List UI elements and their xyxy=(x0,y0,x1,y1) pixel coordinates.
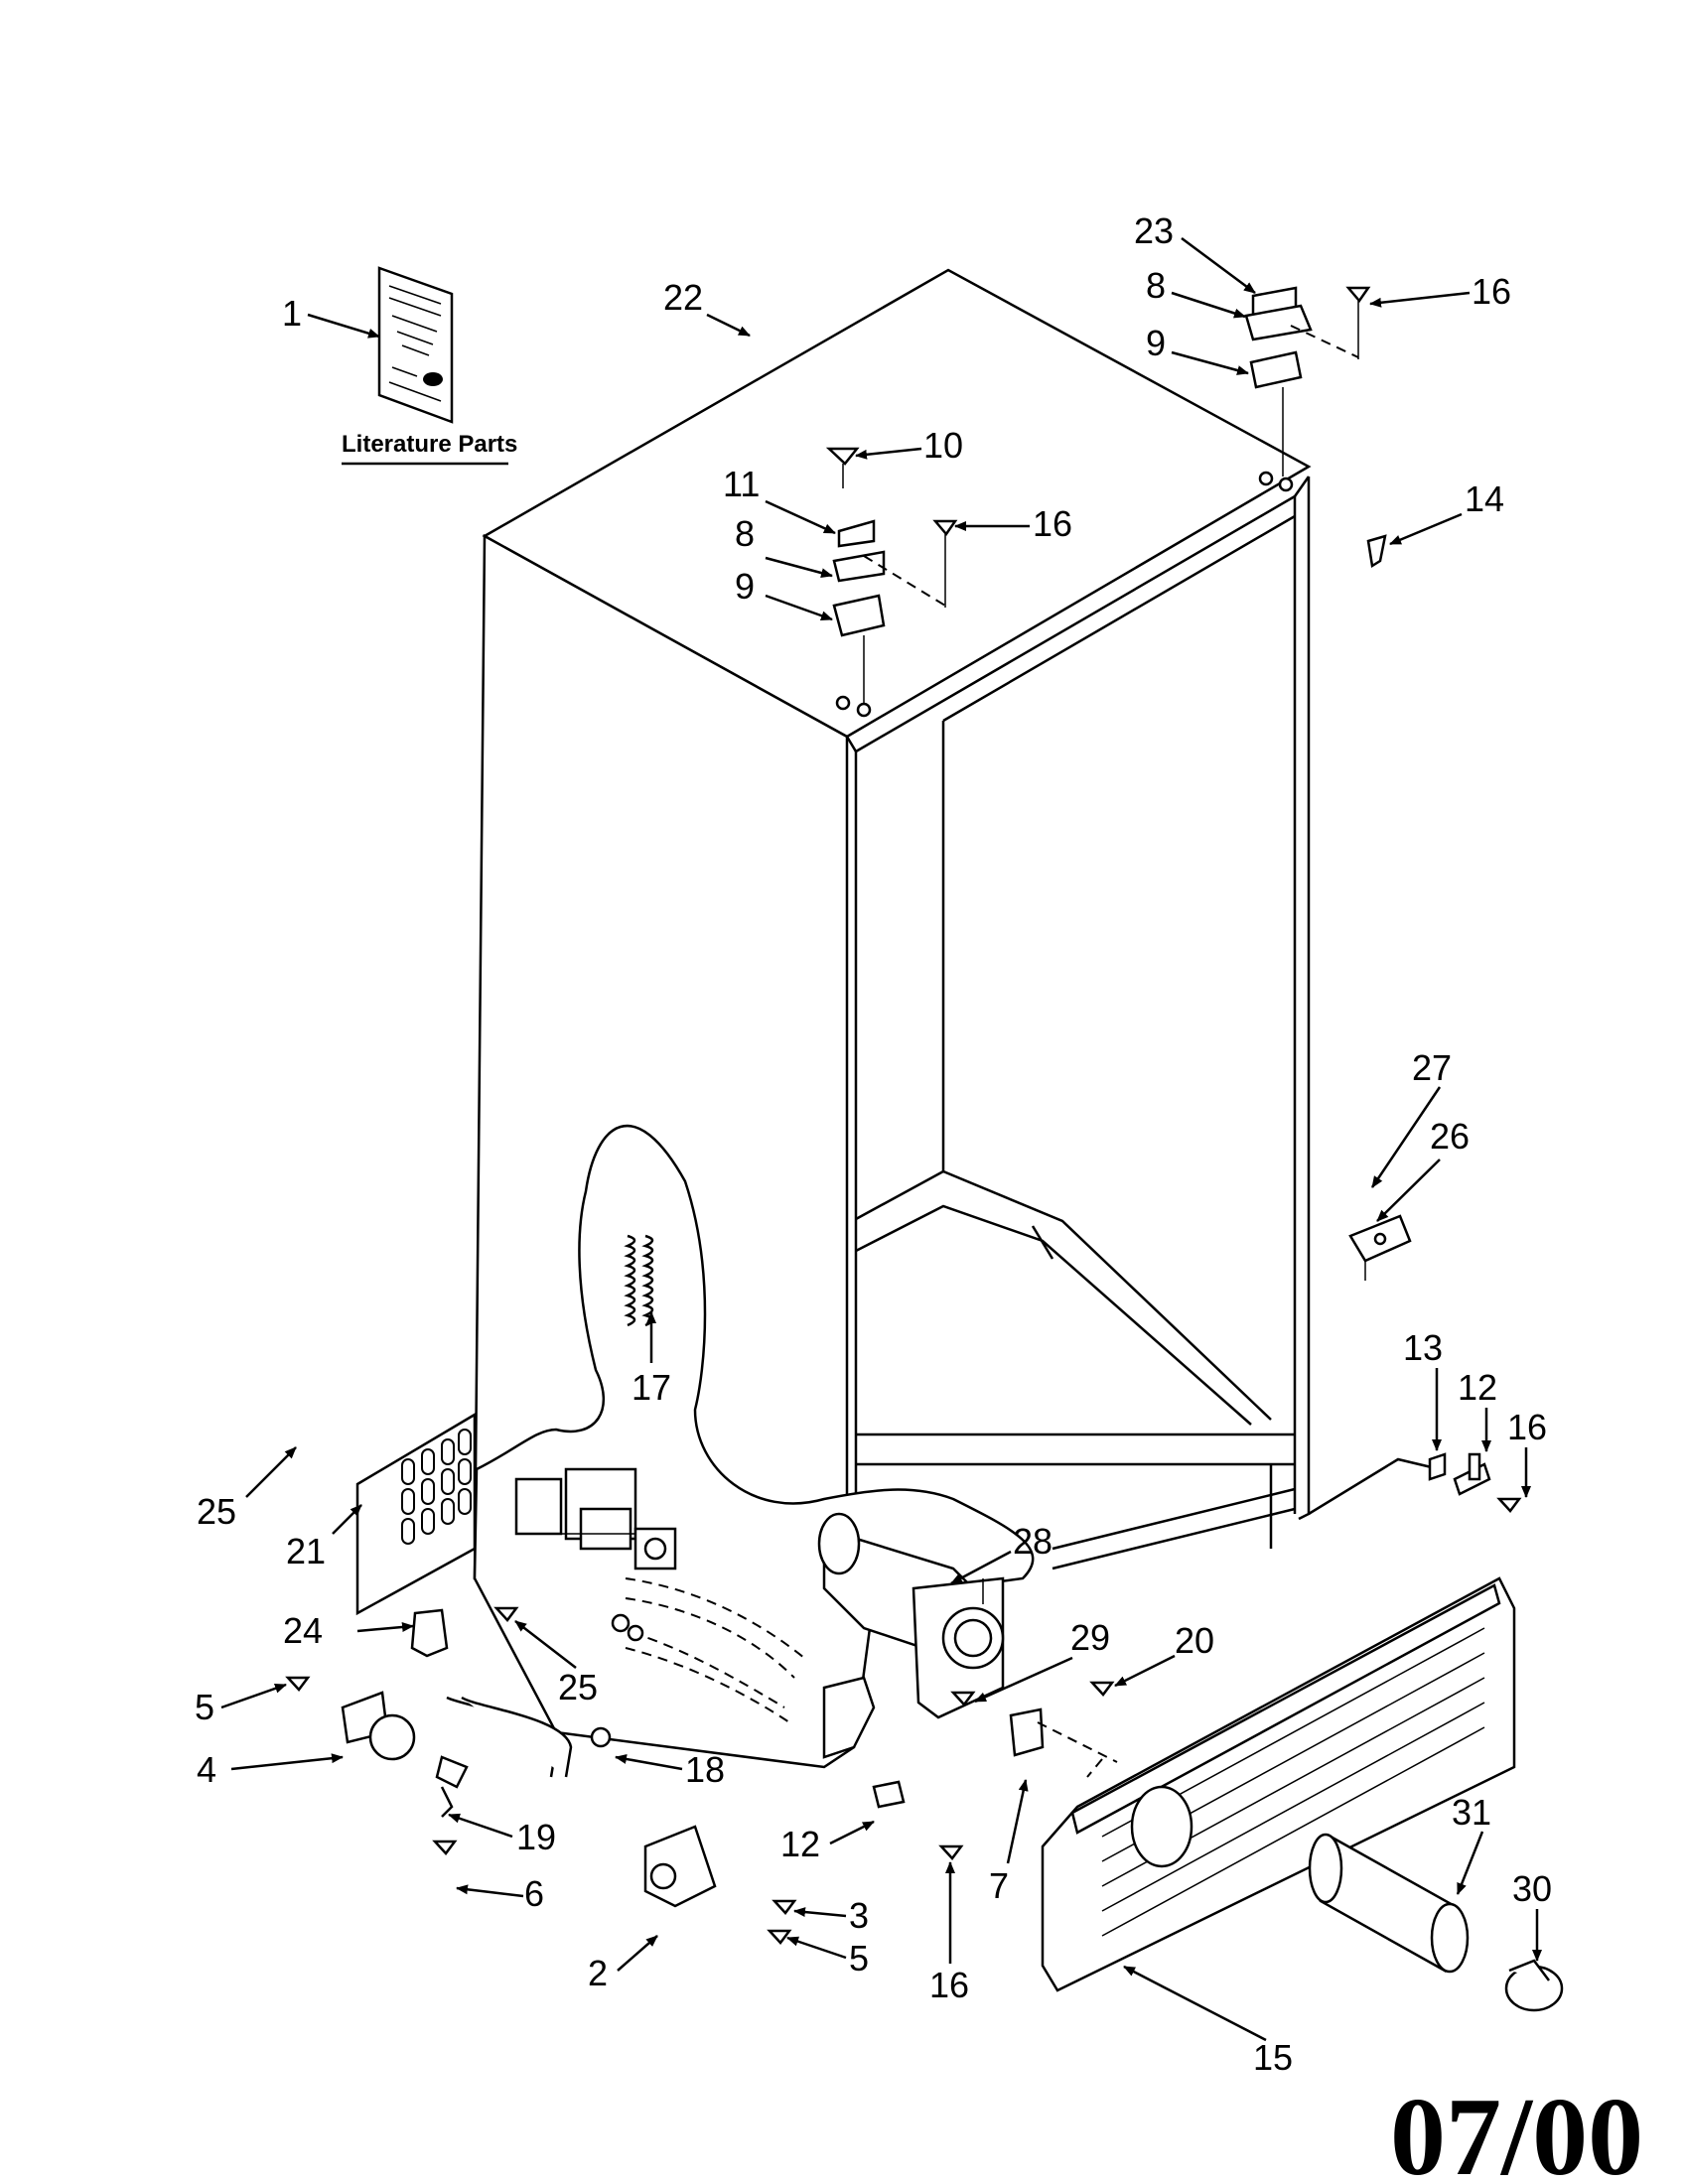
callout-24: 24 xyxy=(283,1610,323,1651)
cutaway-view xyxy=(473,1125,1035,1769)
leader-lines xyxy=(220,236,1542,2042)
callout-5: 5 xyxy=(195,1687,214,1727)
callout-25: 25 xyxy=(558,1667,598,1707)
callout-19: 19 xyxy=(516,1817,556,1857)
callout-3: 3 xyxy=(849,1895,869,1936)
revision-date-code: 07/00 xyxy=(1390,2076,1643,2184)
callout-12: 12 xyxy=(1458,1367,1497,1408)
callout-8: 8 xyxy=(1146,265,1166,306)
callout-16: 16 xyxy=(1472,271,1511,312)
callout-7: 7 xyxy=(989,1865,1009,1906)
upper-hinge-center xyxy=(825,447,958,718)
callout-13: 13 xyxy=(1403,1327,1443,1368)
callout-9: 9 xyxy=(1146,323,1166,363)
base-grille xyxy=(1041,1576,1516,1992)
callout-31: 31 xyxy=(1452,1792,1491,1833)
literature-booklet xyxy=(377,266,454,424)
callout-25: 25 xyxy=(197,1491,236,1532)
callout-12: 12 xyxy=(780,1824,820,1864)
callout-2: 2 xyxy=(588,1953,608,1993)
upper-hinge-right xyxy=(1244,286,1371,492)
filter-cap xyxy=(1504,1959,1564,2012)
cabinet-body xyxy=(473,268,1441,1605)
callout-8: 8 xyxy=(735,513,755,554)
literature-parts-label: Literature Parts xyxy=(342,431,517,458)
rear-access-panel xyxy=(355,1412,477,1616)
callout-30: 30 xyxy=(1512,1868,1552,1909)
water-filter-cartridge xyxy=(1308,1833,1470,1974)
callout-27: 27 xyxy=(1412,1047,1452,1088)
callout-14: 14 xyxy=(1465,478,1504,519)
cabinet-base-parts xyxy=(285,1606,1118,1945)
callout-29: 29 xyxy=(1070,1617,1110,1658)
callout-22: 22 xyxy=(663,277,703,318)
callout-1: 1 xyxy=(282,293,302,334)
callout-labels: 1 22 23 8 16 9 10 11 16 8 9 14 27 26 13 … xyxy=(195,210,1552,2078)
callout-9: 9 xyxy=(735,566,755,607)
drain-tube-spring xyxy=(624,1234,654,1327)
callout-28: 28 xyxy=(1013,1521,1052,1562)
callout-4: 4 xyxy=(197,1749,216,1790)
water-filter-housing xyxy=(817,1512,1005,1719)
callout-15: 15 xyxy=(1253,2037,1293,2078)
callout-11: 11 xyxy=(723,464,760,504)
callout-18: 18 xyxy=(685,1749,725,1790)
callout-6: 6 xyxy=(524,1873,544,1914)
callout-17: 17 xyxy=(632,1367,671,1408)
callout-16: 16 xyxy=(929,1965,969,2005)
hinge-cover-bracket xyxy=(1348,1214,1412,1281)
callout-23: 23 xyxy=(1134,210,1174,251)
callout-16: 16 xyxy=(1033,503,1072,544)
callout-26: 26 xyxy=(1430,1116,1470,1157)
callout-20: 20 xyxy=(1175,1620,1214,1661)
callout-16: 16 xyxy=(1507,1407,1547,1447)
callout-5: 5 xyxy=(849,1938,869,1979)
door-stop-clip xyxy=(1366,534,1387,569)
callout-21: 21 xyxy=(286,1531,326,1571)
callout-10: 10 xyxy=(923,425,963,466)
water-valve-assembly xyxy=(514,1467,677,1570)
lower-hinge-parts-right xyxy=(1428,1452,1522,1513)
